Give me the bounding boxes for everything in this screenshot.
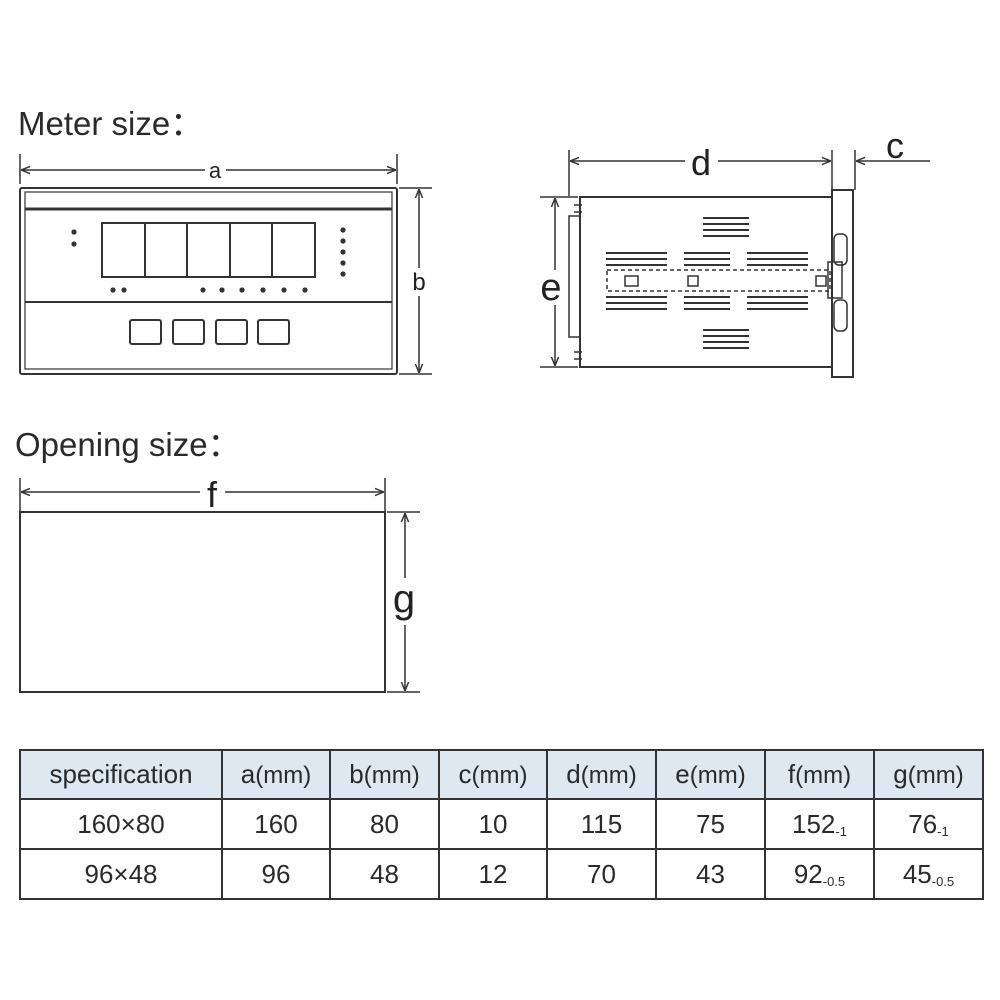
cell-b: 48 (329, 848, 440, 900)
label-c: c (886, 125, 904, 166)
meter-side-view (540, 150, 930, 378)
header-d: d(mm) (546, 749, 657, 800)
tolerance: -1 (937, 823, 949, 839)
tolerance: -0.5 (931, 873, 955, 889)
meter-front-view (19, 154, 432, 375)
meter-size-heading: Meter size： (18, 105, 204, 142)
vent-slots (574, 204, 808, 360)
label-f: f (207, 474, 218, 515)
cell-a: 160 (221, 798, 331, 850)
cell-spec: 160×80 (19, 798, 223, 850)
specification-table: specification a(mm) b(mm) c(mm) d(mm) e(… (19, 749, 984, 900)
opening-size-heading: Opening size： (15, 426, 241, 463)
cell-spec: 96×48 (19, 848, 223, 900)
cell-d: 70 (546, 848, 657, 900)
cell-a: 96 (221, 848, 331, 900)
label-b: b (412, 269, 425, 296)
cell-f: 152-1 (764, 798, 875, 850)
table-header-row: specification a(mm) b(mm) c(mm) d(mm) e(… (19, 749, 984, 800)
cell-d: 115 (546, 798, 657, 850)
dimension-drawings: a b (19, 125, 930, 693)
header-a: a(mm) (221, 749, 331, 800)
cell-g: 76-1 (873, 798, 984, 850)
header-f: f(mm) (764, 749, 875, 800)
table-row: 160×80 160 80 10 115 75 152-1 76-1 (19, 798, 984, 850)
label-d: d (691, 142, 711, 183)
cell-c: 12 (438, 848, 548, 900)
table-row: 96×48 96 48 12 70 43 92-0.5 45-0.5 (19, 848, 984, 900)
tolerance: -1 (835, 823, 847, 839)
indicator-leds (71, 227, 346, 293)
header-g: g(mm) (873, 749, 984, 800)
label-e: e (540, 267, 561, 309)
cell-b: 80 (329, 798, 440, 850)
cell-c: 10 (438, 798, 548, 850)
cell-f: 92-0.5 (764, 848, 875, 900)
cell-g: 45-0.5 (873, 848, 984, 900)
opening-view (19, 478, 420, 693)
cell-e: 75 (655, 798, 766, 850)
tolerance: -0.5 (822, 873, 846, 889)
header-c: c(mm) (438, 749, 548, 800)
cell-e: 43 (655, 848, 766, 900)
header-b: b(mm) (329, 749, 440, 800)
label-g: g (393, 577, 415, 621)
header-specification: specification (19, 749, 223, 800)
header-e: e(mm) (655, 749, 766, 800)
label-a: a (209, 158, 222, 183)
